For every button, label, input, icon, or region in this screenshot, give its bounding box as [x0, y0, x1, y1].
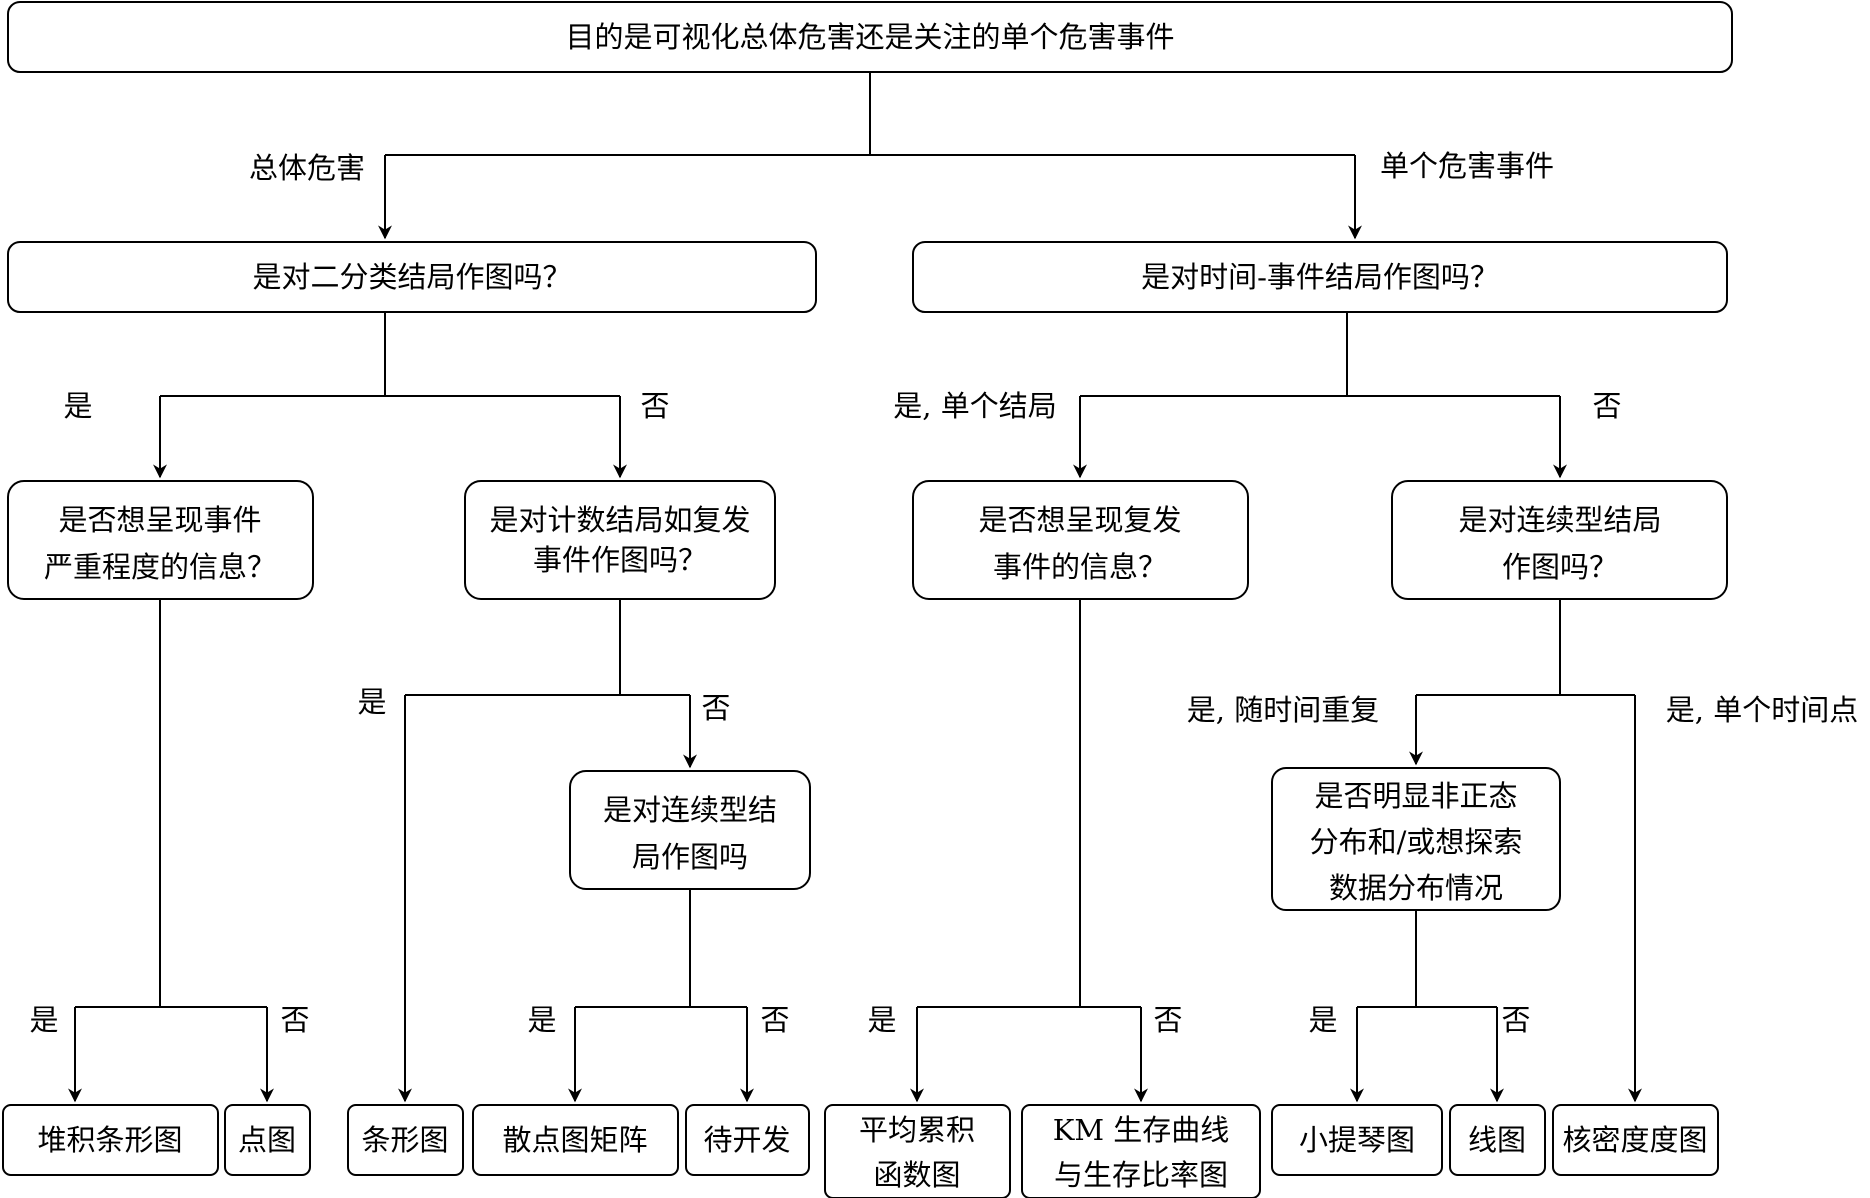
- edge-label-yes-single-time-point: 是, 单个时间点: [1666, 693, 1858, 727]
- svg-text:分布和/或想探索: 分布和/或想探索: [1310, 825, 1523, 859]
- edge-label-no: 否: [640, 389, 669, 423]
- node-text-line: 事件的信息？: [993, 550, 1167, 584]
- node-text-line: 分布和/或想探索: [1310, 825, 1523, 859]
- dot-plot-leaf: 点图: [224, 1104, 311, 1176]
- svg-text:KM 生存曲线: KM 生存曲线: [1053, 1113, 1230, 1147]
- svg-text:是否明显非正态: 是否明显非正态: [1314, 779, 1517, 813]
- binary-outcome-node: 是对二分类结局作图吗？: [7, 241, 817, 313]
- svg-text:局作图吗: 局作图吗: [632, 840, 748, 874]
- edge-label-no: 否: [1501, 1003, 1530, 1037]
- svg-text:是否想呈现事件: 是否想呈现事件: [58, 503, 261, 537]
- edge-label-single-event: 单个危害事件: [1380, 149, 1554, 183]
- severity-info-node: 是否想呈现事件 严重程度的信息？: [7, 480, 314, 600]
- edge-label-yes-repeated-over-time: 是, 随时间重复: [1187, 693, 1379, 727]
- edge-label-no: 否: [760, 1003, 789, 1037]
- svg-text:目的是可视化总体危害还是关注的单个危害事件: 目的是可视化总体危害还是关注的单个危害事件: [565, 20, 1174, 54]
- continuous-outcome-2-node: 是对连续型结 局作图吗: [569, 770, 811, 890]
- node-text-line: 是否想呈现复发: [978, 503, 1181, 537]
- violin-plot-leaf: 小提琴图: [1271, 1104, 1443, 1176]
- edge-label-yes: 是: [867, 1003, 896, 1037]
- svg-text:作图吗？: 作图吗？: [1502, 550, 1618, 584]
- svg-text:函数图: 函数图: [873, 1158, 960, 1192]
- svg-text:线图: 线图: [1468, 1123, 1526, 1157]
- non-normal-node: 是否明显非正态 分布和/或想探索 数据分布情况: [1271, 767, 1561, 911]
- node-text-line: 事件作图吗？: [533, 543, 707, 577]
- scatter-matrix-leaf: 散点图矩阵: [472, 1104, 679, 1176]
- node-text-line: 函数图: [873, 1158, 960, 1192]
- svg-text:是对时间-事件结局作图吗？: 是对时间-事件结局作图吗？: [1141, 260, 1499, 294]
- bar-chart-leaf: 条形图: [347, 1104, 464, 1176]
- node-text-line: 核密度度图: [1562, 1123, 1707, 1157]
- svg-text:数据分布情况: 数据分布情况: [1329, 871, 1503, 905]
- node-text-line: 目的是可视化总体危害还是关注的单个危害事件: [565, 20, 1174, 54]
- time-to-event-node: 是对时间-事件结局作图吗？: [912, 241, 1728, 313]
- line-plot-leaf: 线图: [1449, 1104, 1546, 1176]
- root-question-node: 目的是可视化总体危害还是关注的单个危害事件: [7, 1, 1733, 73]
- svg-text:事件的信息？: 事件的信息？: [993, 550, 1167, 584]
- svg-text:平均累积: 平均累积: [859, 1113, 975, 1147]
- node-text-line: 是对连续型结局: [1458, 503, 1661, 537]
- node-text-line: 是否想呈现事件: [58, 503, 261, 537]
- node-text-line: 数据分布情况: [1329, 871, 1503, 905]
- svg-text:是对连续型结局: 是对连续型结局: [1458, 503, 1661, 537]
- count-outcome-node: 是对计数结局如复发 事件作图吗？: [464, 480, 776, 600]
- node-text-line: 是对连续型结: [603, 793, 777, 827]
- svg-text:条形图: 条形图: [361, 1123, 448, 1157]
- recurrent-info-node: 是否想呈现复发 事件的信息？: [912, 480, 1249, 600]
- node-text-line: 小提琴图: [1299, 1123, 1415, 1157]
- svg-text:待开发: 待开发: [703, 1123, 790, 1157]
- node-text-line: 散点图矩阵: [502, 1123, 647, 1157]
- svg-text:事件作图吗？: 事件作图吗？: [533, 543, 707, 577]
- svg-text:是对二分类结局作图吗？: 是对二分类结局作图吗？: [252, 260, 571, 294]
- edge-label-yes: 是: [527, 1003, 556, 1037]
- edge-label-yes-single-outcome: 是, 单个结局: [893, 389, 1056, 423]
- node-text-line: 与生存比率图: [1054, 1158, 1228, 1192]
- node-text-line: 条形图: [361, 1123, 448, 1157]
- edge-label-no: 否: [280, 1003, 309, 1037]
- edge-label-yes: 是: [357, 685, 386, 719]
- edge-label-yes: 是: [63, 389, 92, 423]
- svg-text:小提琴图: 小提琴图: [1299, 1123, 1415, 1157]
- continuous-outcome-node: 是对连续型结局 作图吗？: [1391, 480, 1728, 600]
- node-text-line: 局作图吗: [632, 840, 748, 874]
- stacked-bar-leaf: 堆积条形图: [2, 1104, 219, 1176]
- svg-text:堆积条形图: 堆积条形图: [37, 1123, 182, 1157]
- node-text-line: 堆积条形图: [37, 1123, 182, 1157]
- node-text-line: 是否明显非正态: [1314, 779, 1517, 813]
- node-text-line: 平均累积: [859, 1113, 975, 1147]
- svg-text:散点图矩阵: 散点图矩阵: [502, 1123, 647, 1157]
- node-text-line: 待开发: [703, 1123, 790, 1157]
- svg-text:是对计数结局如复发: 是对计数结局如复发: [489, 503, 750, 537]
- edge-label-yes: 是: [29, 1003, 58, 1037]
- km-curve-leaf: KM 生存曲线 与生存比率图: [1021, 1104, 1261, 1198]
- node-text-line: 是对二分类结局作图吗？: [252, 260, 571, 294]
- edge-label-no: 否: [1153, 1003, 1182, 1037]
- node-text-line: 是对计数结局如复发: [489, 503, 750, 537]
- svg-text:严重程度的信息？: 严重程度的信息？: [44, 550, 276, 584]
- svg-text:与生存比率图: 与生存比率图: [1054, 1158, 1228, 1192]
- node-text-line: 严重程度的信息？: [44, 550, 276, 584]
- node-text-line: 作图吗？: [1502, 550, 1618, 584]
- node-text-line: 点图: [238, 1123, 296, 1157]
- edge-label-overall: 总体危害: [249, 151, 365, 185]
- node-text-line: 是对时间-事件结局作图吗？: [1141, 260, 1499, 294]
- node-text-line: 线图: [1468, 1123, 1526, 1157]
- edge-label-no: 否: [1592, 389, 1621, 423]
- to-be-developed-leaf: 待开发: [685, 1104, 810, 1176]
- svg-text:是对连续型结: 是对连续型结: [603, 793, 777, 827]
- svg-text:点图: 点图: [238, 1123, 296, 1157]
- svg-text:核密度度图: 核密度度图: [1562, 1123, 1707, 1157]
- node-text-line: KM 生存曲线: [1053, 1113, 1230, 1147]
- edge-label-yes: 是: [1308, 1003, 1337, 1037]
- edge-label-no: 否: [701, 691, 730, 725]
- density-plot-leaf: 核密度度图: [1552, 1104, 1719, 1176]
- mean-cumulative-leaf: 平均累积 函数图: [824, 1104, 1011, 1198]
- svg-text:是否想呈现复发: 是否想呈现复发: [978, 503, 1181, 537]
